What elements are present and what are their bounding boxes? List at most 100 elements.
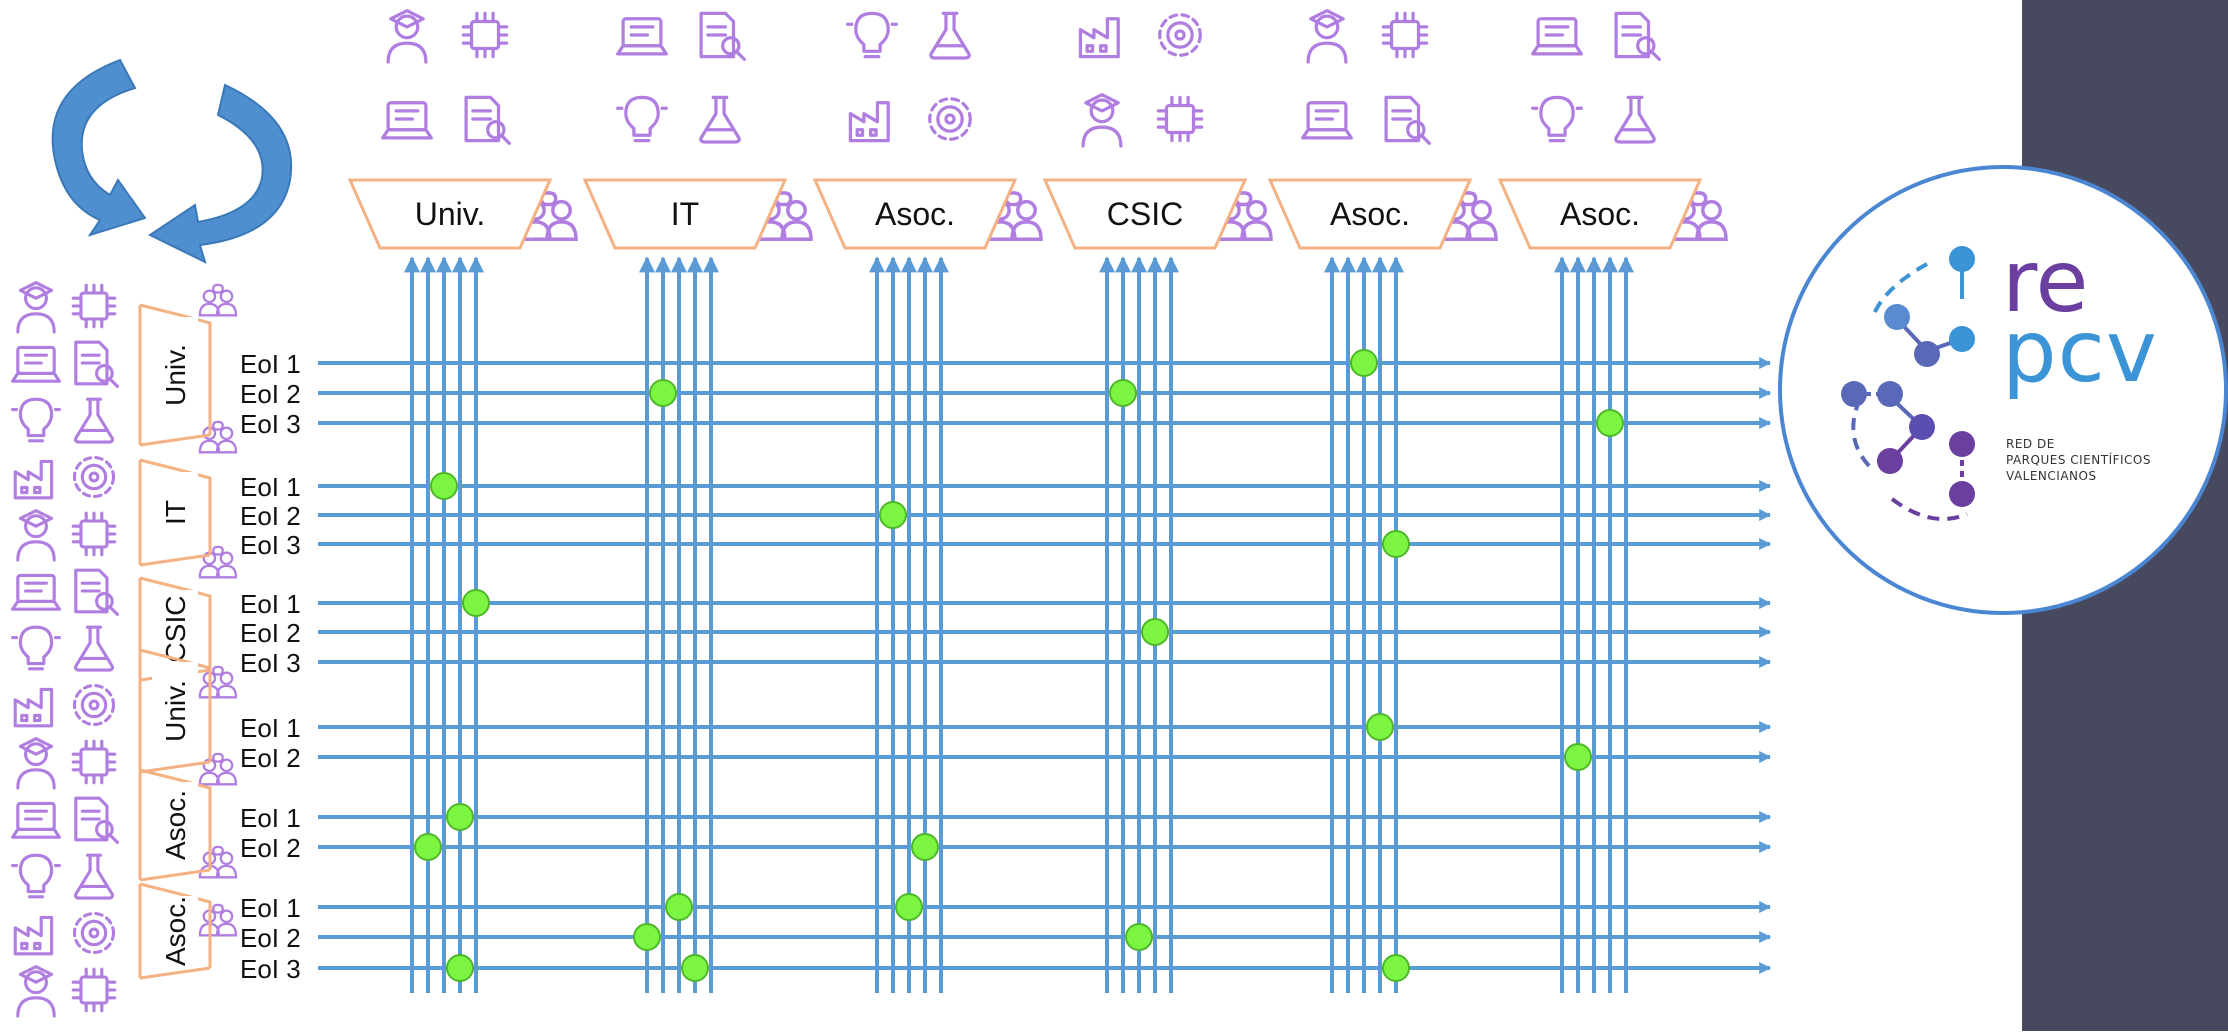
flask-icon (1308, 11, 1346, 62)
bracket-label: Univ. (160, 680, 191, 742)
handshake-icon (930, 99, 971, 140)
eoi-row-label: EoI 2 (240, 618, 301, 648)
transmission-tower-icon (13, 575, 60, 609)
eoi-row-label: EoI 2 (240, 743, 301, 773)
microscope-icon (383, 103, 432, 138)
funnel-label: Asoc. (1560, 196, 1640, 232)
microscope-icon (18, 739, 54, 788)
document-search-icon (848, 13, 897, 56)
eoi-row-label: EoI 3 (240, 530, 301, 560)
logo-subtitle-line-1: RED DE (2006, 437, 2055, 451)
lightbulb-icon (76, 399, 113, 442)
bracket-label: Asoc. (160, 896, 191, 966)
users-icon (200, 547, 236, 577)
graduate-icon (388, 11, 426, 62)
eoi-row-label: EoI 2 (240, 379, 301, 409)
document-search-icon (618, 97, 667, 140)
eoi-row-label: EoI 1 (240, 349, 301, 379)
lab-equipment-icon (13, 855, 60, 897)
match-dot (666, 894, 692, 920)
logo-subtitle-line-2: PARQUES CIENTÍFICOS (2006, 453, 2151, 467)
factory-icon (75, 914, 114, 953)
graduate-icon (18, 283, 54, 332)
eoi-row-label: EoI 3 (240, 954, 301, 984)
match-dot (1383, 531, 1409, 557)
logo-subtitle-line-3: VALENCIANOS (2006, 469, 2097, 483)
gear-icon (13, 627, 60, 669)
users-icon (1616, 97, 1654, 142)
lab-equipment-icon (15, 461, 51, 497)
lab-equipment-icon (1080, 19, 1118, 57)
transmission-tower-icon (18, 967, 54, 1016)
factory-icon (73, 513, 115, 555)
eoi-row-label: EoI 3 (240, 409, 301, 439)
chip-icon (463, 13, 506, 56)
match-dot (650, 380, 676, 406)
growth-chart-icon (76, 570, 118, 614)
match-dot (1110, 380, 1136, 406)
match-dot (1126, 924, 1152, 950)
eoi-row-label: EoI 1 (240, 713, 301, 743)
match-dot (912, 834, 938, 860)
users-icon (200, 847, 236, 877)
funnel-label: Asoc. (1330, 196, 1410, 232)
lightbulb-icon (931, 13, 969, 58)
laptop-icon (76, 342, 118, 386)
laptop-icon (73, 741, 115, 783)
handshake-icon (75, 458, 114, 497)
transmission-tower-icon (1533, 19, 1582, 54)
growth-chart-icon (1386, 97, 1429, 143)
eoi-row-label: EoI 3 (240, 648, 301, 678)
factory-icon (1383, 13, 1426, 56)
flask-icon (18, 511, 54, 560)
match-dot (1383, 955, 1409, 981)
funnel-label: Univ. (415, 196, 486, 232)
funnel-label: IT (671, 196, 699, 232)
bracket-label: Univ. (160, 344, 191, 406)
laptop-icon (466, 97, 509, 143)
gear-icon (1533, 97, 1582, 140)
chip-icon (73, 285, 115, 327)
match-dot (880, 502, 906, 528)
users-icon (200, 754, 236, 784)
users-icon (76, 627, 113, 670)
eoi-row-label: EoI 2 (240, 833, 301, 863)
flask-icon (1083, 95, 1121, 146)
match-dot (431, 473, 457, 499)
match-dot (463, 590, 489, 616)
graduate-icon (15, 689, 51, 725)
logo-word-pcv: pcv (2002, 309, 2158, 395)
handshake-icon (76, 855, 113, 898)
microscope-icon (13, 347, 60, 381)
match-dot (415, 834, 441, 860)
cycle-arrows-icon (53, 60, 292, 262)
factory-icon (1158, 97, 1201, 140)
laptop-icon (701, 13, 744, 59)
lab-equipment-icon (850, 103, 888, 141)
microscope-icon (618, 19, 667, 54)
match-dot (1142, 619, 1168, 645)
funnel-label: Asoc. (875, 196, 955, 232)
growth-chart-icon (1616, 13, 1659, 59)
lightbulb-icon (701, 97, 739, 142)
growth-chart-icon (73, 969, 115, 1011)
chip-icon (75, 686, 114, 725)
eoi-row-label: EoI 2 (240, 501, 301, 531)
eoi-row-label: EoI 2 (240, 923, 301, 953)
lightbulb-icon (76, 798, 118, 842)
match-dot (896, 894, 922, 920)
document-search-icon (13, 803, 60, 837)
flask-icon (15, 917, 51, 953)
match-dot (447, 804, 473, 830)
eoi-row-label: EoI 1 (240, 472, 301, 502)
match-dot (1367, 714, 1393, 740)
eoi-row-label: EoI 1 (240, 589, 301, 619)
repcv-logo: re pcv RED DE PARQUES CIENTÍFICOS VALENC… (1778, 165, 2228, 615)
handshake-icon (1160, 15, 1201, 56)
bracket-label: Asoc. (160, 790, 191, 860)
users-icon (200, 285, 236, 315)
match-dot (682, 955, 708, 981)
eoi-row-label: EoI 1 (240, 803, 301, 833)
eoi-row-label: EoI 1 (240, 893, 301, 923)
match-dot (634, 924, 660, 950)
